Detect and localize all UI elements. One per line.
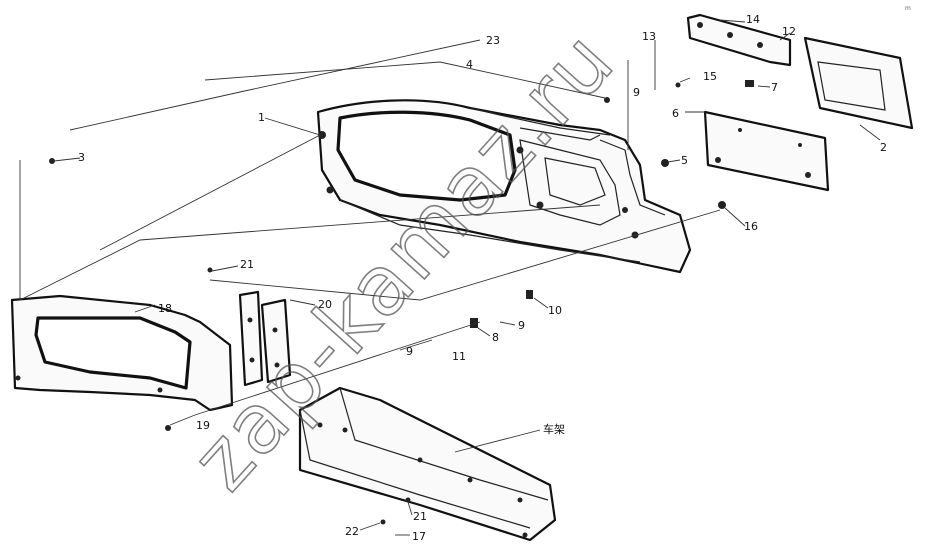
callout-15: 15 <box>703 70 717 83</box>
mounting-bracket-part-20 <box>238 290 292 387</box>
callout-21b: 21 <box>413 510 427 523</box>
bolt-part-22 <box>380 519 386 525</box>
chassis-frame <box>298 386 557 542</box>
callout-13: 13 <box>642 30 656 43</box>
callout-20: 20 <box>318 298 332 311</box>
bolt-part-4 <box>604 97 610 103</box>
callout-23: 23 <box>486 34 500 47</box>
lamp-part-7 <box>745 80 754 87</box>
callout-3: 3 <box>78 151 85 164</box>
corner-mark: ⅿ <box>905 5 911 12</box>
callout-19: 19 <box>196 419 210 432</box>
bolt-part-21a <box>207 267 213 273</box>
callout-16: 16 <box>744 220 758 233</box>
lamp-holder-part-12 <box>686 13 792 67</box>
callout-14: 14 <box>746 13 760 26</box>
bolt-part-21b <box>405 497 411 503</box>
bracket-part-8 <box>470 318 478 328</box>
left-end-cap-part-18 <box>10 294 234 412</box>
leader-lines <box>19 19 881 536</box>
callout-9b: 9 <box>518 319 525 332</box>
callout-2: 2 <box>880 141 887 154</box>
callout-frame: 车架 <box>543 422 565 436</box>
callout-8: 8 <box>492 331 499 344</box>
nut-part-16 <box>718 201 726 209</box>
callout-12: 12 <box>782 25 796 38</box>
callout-6: 6 <box>672 107 679 120</box>
callout-22: 22 <box>345 525 359 538</box>
plate-frame-part-2 <box>803 36 914 130</box>
bolt-part-3 <box>49 158 55 164</box>
callout-4: 4 <box>466 58 473 71</box>
callout-9c: 9 <box>406 345 413 358</box>
license-plate-part-6 <box>703 110 830 192</box>
callout-11: 11 <box>452 350 466 363</box>
bumper-body-part-1 <box>316 99 692 274</box>
screw-part-15 <box>675 82 681 88</box>
callout-18: 18 <box>158 302 172 315</box>
nut-part-19 <box>165 425 171 431</box>
callout-9a: 9 <box>633 86 640 99</box>
callout-7: 7 <box>771 81 778 94</box>
clip-part-10 <box>526 290 533 299</box>
callout-labels: 23 4 1 3 13 14 12 15 7 6 9 2 5 16 21 18 … <box>78 5 911 543</box>
callout-21a: 21 <box>240 258 254 271</box>
callout-5: 5 <box>681 154 688 167</box>
callout-17: 17 <box>412 530 426 543</box>
nut-part-5 <box>661 159 669 167</box>
small-hardware <box>49 80 754 525</box>
callout-10: 10 <box>548 304 562 317</box>
callout-1: 1 <box>258 111 265 124</box>
